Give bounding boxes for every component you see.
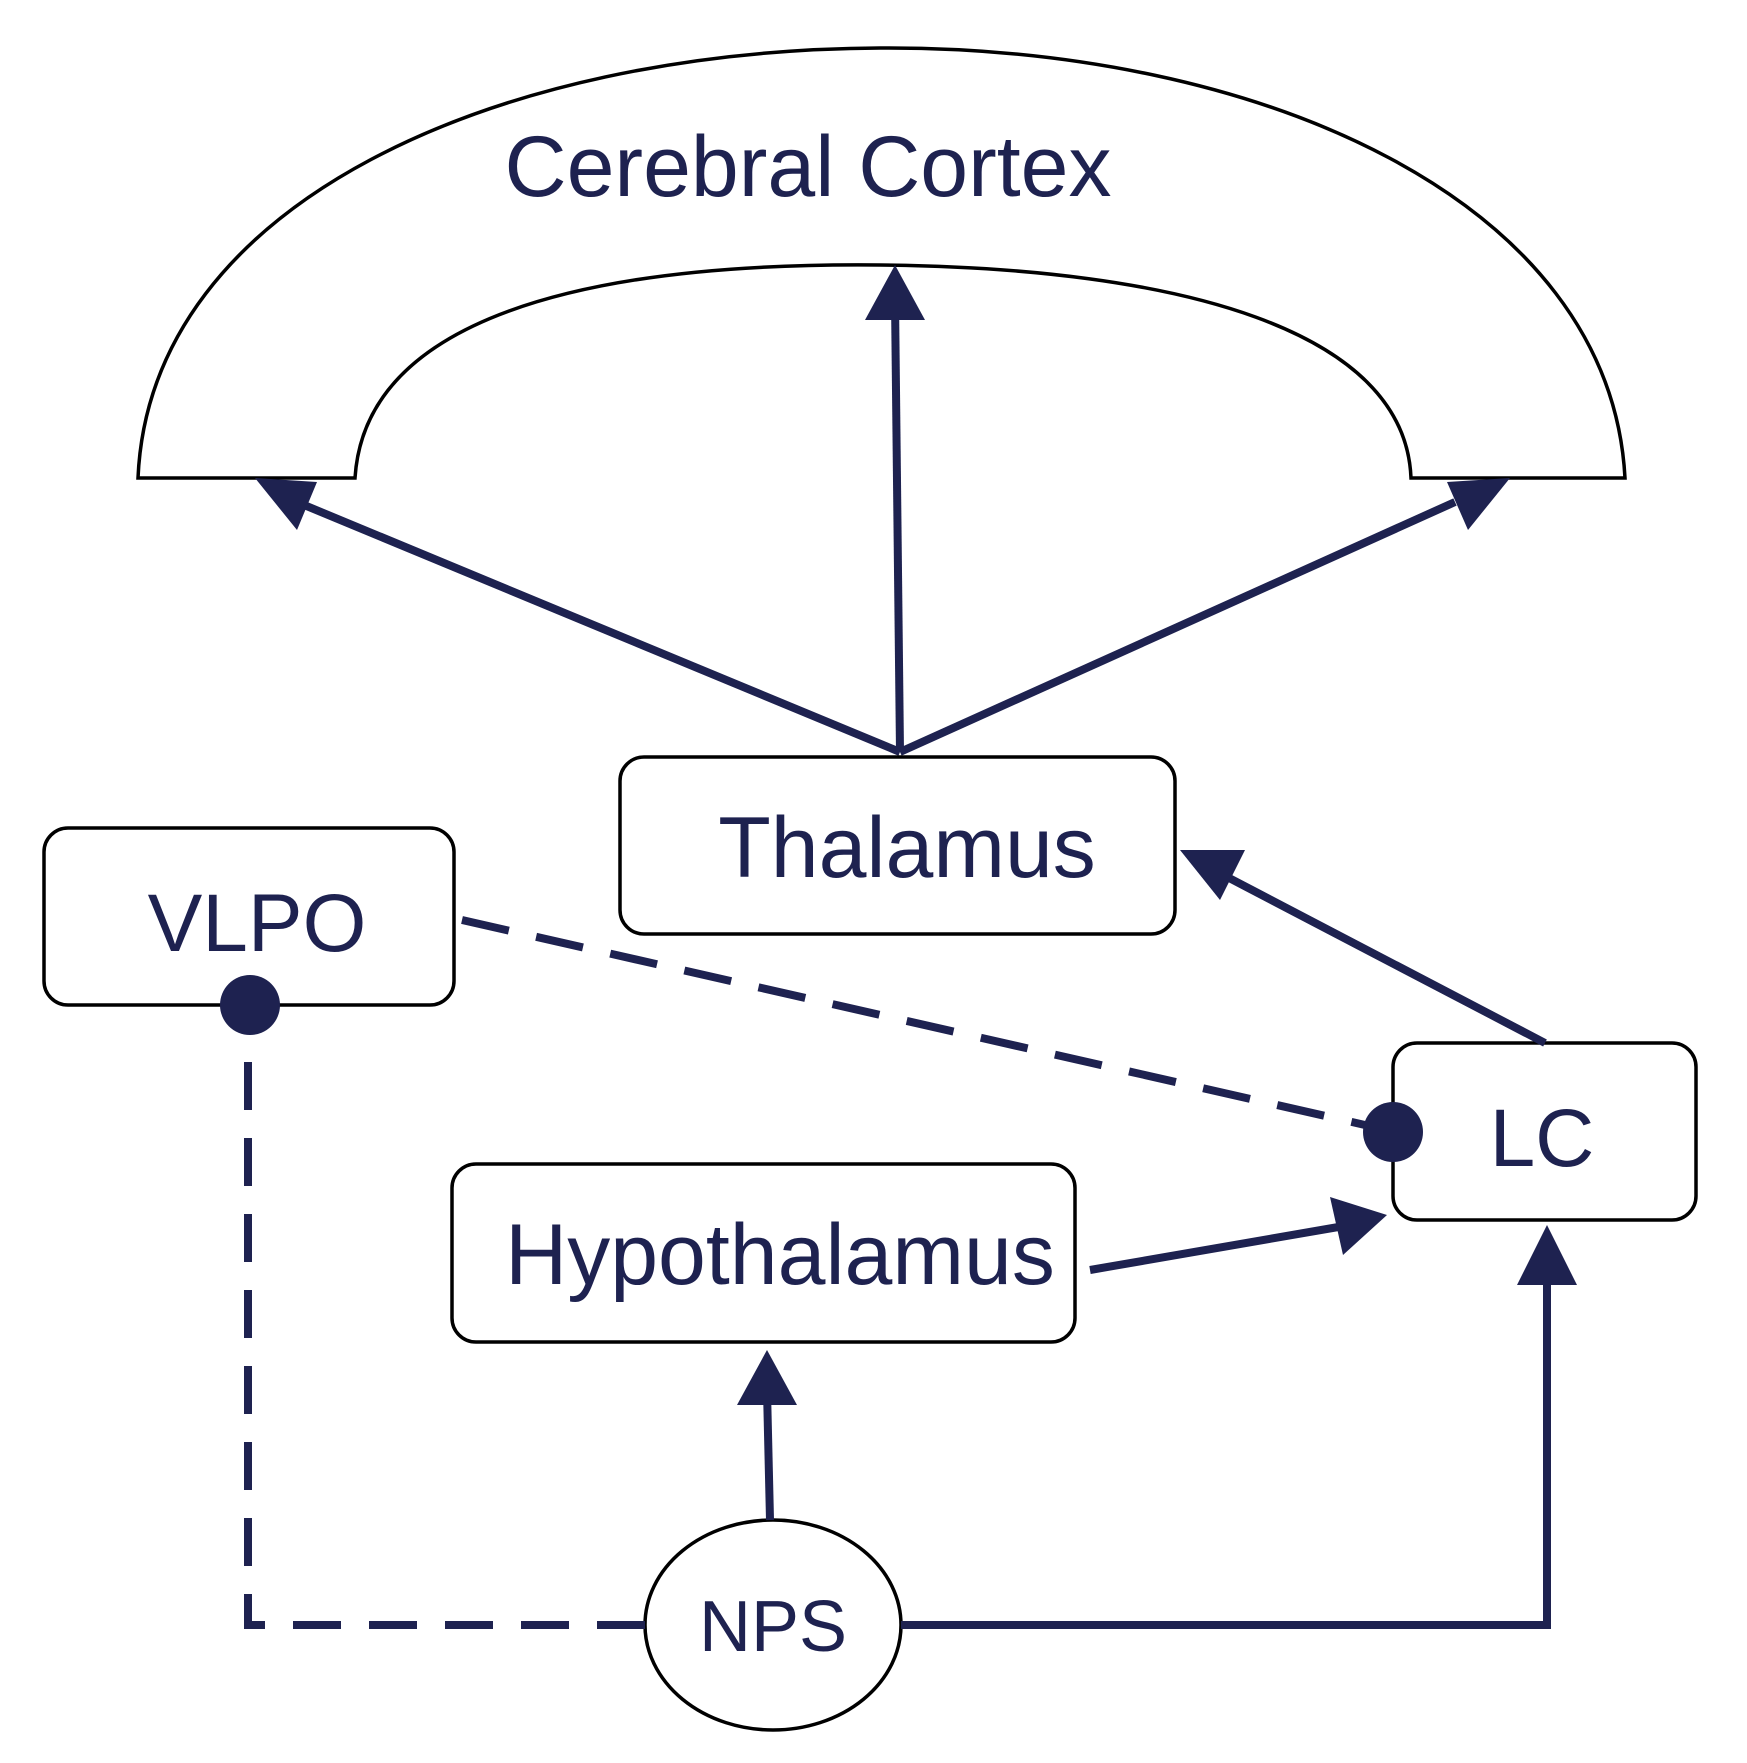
- edge-lc-to-thalamus: [1208, 864, 1547, 1047]
- nps-label: NPS: [699, 1587, 847, 1667]
- lc-label: LC: [1490, 1093, 1595, 1184]
- edge-hypothalamus-to-lc: [1089, 1221, 1351, 1274]
- edge-nps-to-hypothalamus: [763, 1389, 774, 1521]
- edge-thalamus-to-cortex-right: [898, 498, 1457, 756]
- edge-nps-to-vlpo: [244, 1035, 645, 1629]
- arrowhead-cortex-right: [1447, 478, 1510, 530]
- edge-nps-to-lc: [901, 1270, 1551, 1629]
- arrowhead-thalamus: [1180, 850, 1245, 900]
- vlpo-label: VLPO: [148, 878, 367, 969]
- thalamus-label: Thalamus: [718, 800, 1096, 896]
- edge-vlpo-to-lc: [461, 916, 1366, 1129]
- arrowhead-cortex-left: [255, 478, 317, 530]
- edge-thalamus-to-cortex-center: [891, 299, 904, 753]
- edge-thalamus-to-cortex-left: [290, 496, 902, 756]
- inhibitory-dot-vlpo: [220, 975, 280, 1035]
- thalamus-node: [618, 755, 1177, 936]
- arrowhead-lc-from-hypothalamus: [1330, 1197, 1387, 1255]
- hypothalamus-label: Hypothalamus: [505, 1207, 1055, 1303]
- arrowhead-hypothalamus: [737, 1350, 797, 1405]
- cerebral-cortex-label: Cerebral Cortex: [505, 119, 1112, 215]
- hypothalamus-node: [450, 1162, 1077, 1344]
- arrowhead-lc-from-nps: [1517, 1225, 1577, 1285]
- arrowhead-cortex-center: [865, 265, 925, 320]
- inhibitory-dot-lc: [1363, 1102, 1423, 1162]
- cerebral-cortex-shape: [136, 46, 1627, 480]
